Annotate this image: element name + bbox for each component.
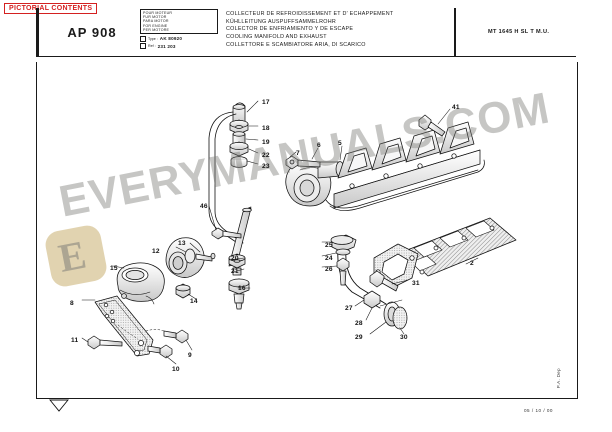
callout-28[interactable]: 28 [355, 320, 363, 327]
callout-23[interactable]: 23 [262, 163, 270, 170]
title-de: KÜHLLEITUNG AUSPUFFSAMMELROHR [226, 18, 336, 25]
callout-27[interactable]: 27 [345, 305, 353, 312]
watermark-badge-letter: E [54, 231, 90, 281]
pictorial-contents-tag[interactable]: PICTORIAL CONTENTS [4, 3, 98, 14]
engine-ref-row: Ref : 231 203 [140, 43, 218, 50]
header-underline [36, 56, 576, 57]
engine-lang-it: PER MOTORE [143, 27, 170, 32]
engine-type-label: Type : [148, 36, 158, 41]
engine-ref-value: 231 203 [157, 43, 176, 49]
callout-29[interactable]: 29 [355, 334, 363, 341]
header-left-rule [36, 8, 39, 56]
engine-lang-en: FOR ENGINE [143, 23, 168, 28]
drawing-frame [36, 62, 578, 399]
engine-lang-de: FUR MOTOR [143, 15, 167, 20]
callout-20[interactable]: 20 [231, 255, 239, 262]
engine-ref-label: Ref : [148, 44, 156, 49]
engine-lang-es: PARA MOTOR [143, 19, 169, 24]
callout-41[interactable]: 41 [452, 104, 460, 111]
title-it: COLLETTORE E SCAMBIATORE ARIA, DI SCARIC… [226, 41, 366, 48]
title-fr: COLLECTEUR DE REFROIDISSEMENT ET D' ECHA… [226, 11, 394, 17]
checkbox-icon-ref[interactable] [140, 43, 146, 50]
engine-language-list: POUR MOTEUR FUR MOTOR PARA MOTOR FOR ENG… [140, 9, 218, 35]
callout-18[interactable]: 18 [262, 125, 270, 132]
callout-25[interactable]: 25 [325, 242, 333, 249]
callout-46[interactable]: 46 [200, 203, 208, 210]
callout-11[interactable]: 11 [71, 337, 79, 344]
callout-19[interactable]: 19 [262, 139, 270, 146]
title-es: COLECTOR DE ENFRIAMIENTO Y DE ESCAPE [226, 26, 354, 33]
callout-10[interactable]: 10 [172, 366, 180, 373]
callout-16[interactable]: 16 [238, 285, 246, 292]
engine-reference-box: POUR MOTEUR FUR MOTOR PARA MOTOR FOR ENG… [140, 9, 218, 50]
callout-30[interactable]: 30 [400, 334, 408, 341]
engine-lang-fr: POUR MOTEUR [143, 11, 173, 15]
callout-17[interactable]: 17 [262, 99, 270, 106]
callout-22[interactable]: 22 [262, 152, 270, 159]
plate-code: AP 908 [67, 24, 117, 40]
watermark-text: EVERYMANUALS.COM [55, 83, 554, 227]
side-reference: P.A. Dep [556, 368, 561, 389]
machine-model: MT 1645 H SL T M.U. [488, 29, 550, 35]
title-block: COLLECTEUR DE REFROIDISSEMENT ET D' ECHA… [226, 11, 393, 49]
engine-type-row: Type : AK 80920 [140, 35, 218, 42]
checkbox-icon-type[interactable] [140, 35, 146, 42]
page-header: AP 908 POUR MOTEUR FUR MOTOR PARA MOTOR … [36, 8, 576, 56]
callout-6[interactable]: 6 [317, 142, 321, 149]
watermark-badge: E [43, 223, 109, 289]
callout-2[interactable]: 2 [470, 260, 474, 267]
callout-21[interactable]: 21 [231, 268, 239, 275]
callout-5[interactable]: 5 [338, 140, 342, 147]
revision-date: 05 / 10 / 00 [524, 408, 553, 413]
callout-15[interactable]: 15 [110, 265, 118, 272]
callout-13[interactable]: 13 [178, 240, 186, 247]
header-separator [454, 8, 456, 56]
callout-14[interactable]: 14 [190, 298, 198, 305]
callout-31[interactable]: 31 [412, 280, 420, 287]
callout-12[interactable]: 12 [152, 248, 160, 255]
title-en: COOLING MANIFOLD AND EXHAUST [226, 34, 327, 41]
callout-7[interactable]: 7 [296, 150, 300, 157]
callout-8[interactable]: 8 [70, 300, 74, 307]
callout-9[interactable]: 9 [188, 352, 192, 359]
engine-type-value: AK 80920 [159, 36, 183, 42]
callout-26[interactable]: 26 [325, 266, 333, 273]
callout-24[interactable]: 24 [325, 255, 333, 262]
